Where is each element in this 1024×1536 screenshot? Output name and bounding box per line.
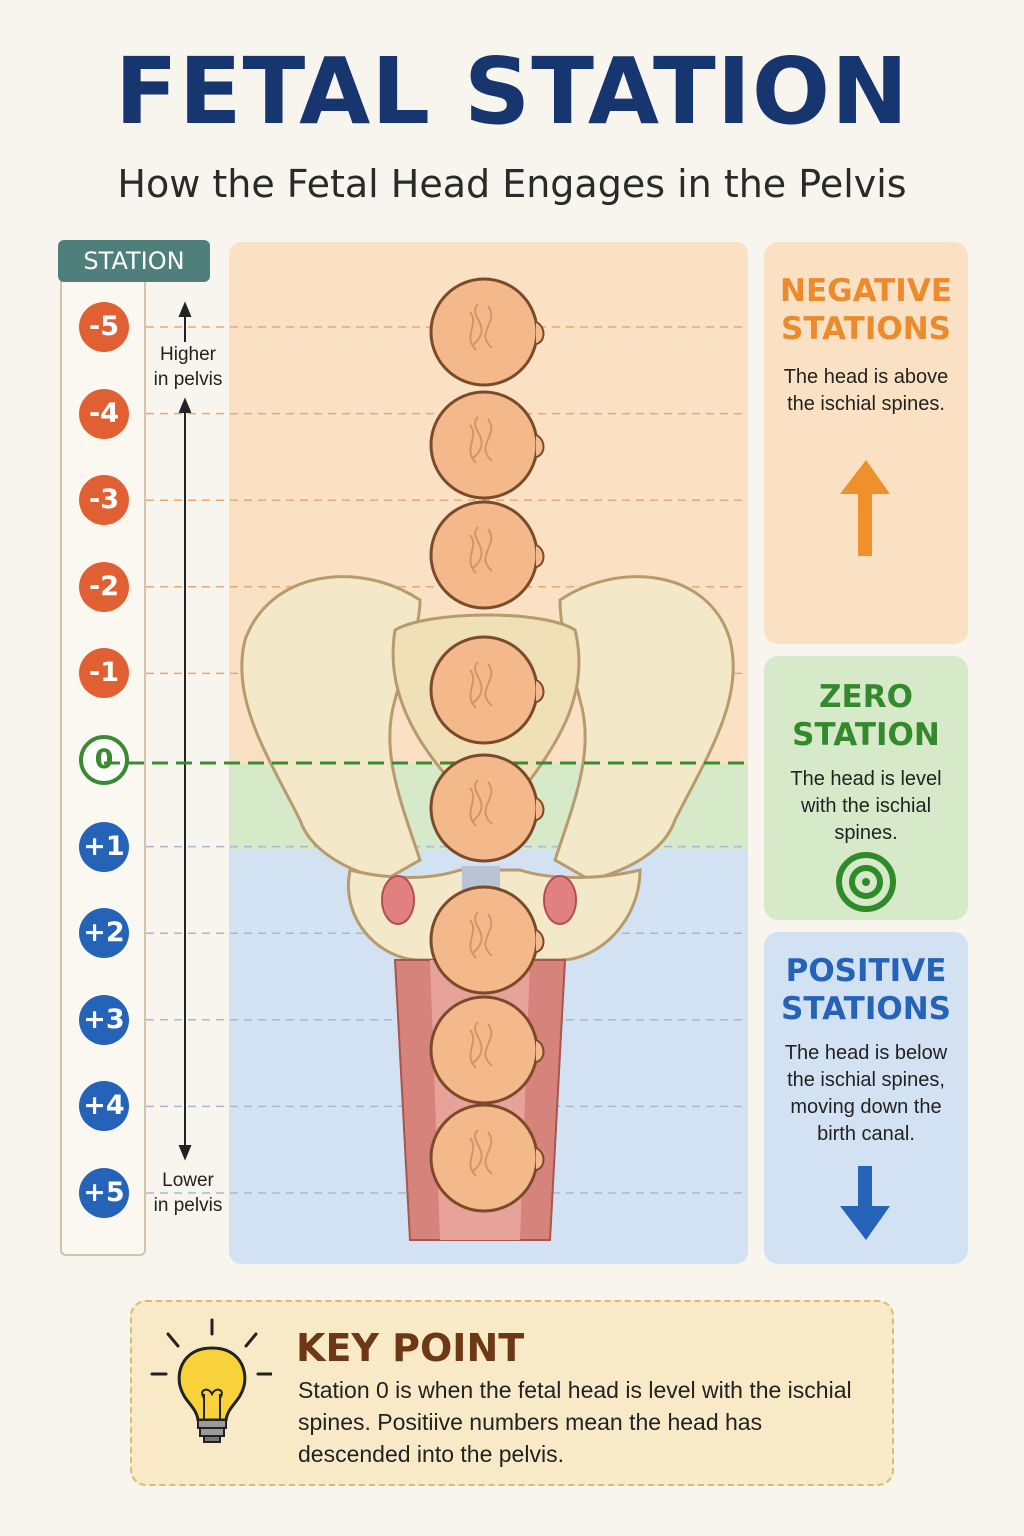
fetal-heads — [429, 277, 545, 1213]
fetal-head — [429, 390, 545, 500]
station-header: STATION — [58, 240, 210, 282]
arrow-down-icon — [840, 1166, 890, 1240]
station-badge: -3 — [79, 475, 129, 526]
key-point-box: KEY POINT Station 0 is when the fetal he… — [130, 1300, 894, 1486]
fetal-head — [429, 500, 545, 610]
positive-text: The head is below the ischial spines, mo… — [784, 1042, 948, 1145]
station-badge: +1 — [79, 821, 129, 872]
key-point-title: KEY POINT — [296, 1326, 525, 1370]
station-badge: -5 — [79, 302, 129, 352]
pelvis-foramen — [381, 875, 577, 925]
fetal-head — [429, 753, 545, 863]
station-badge: +4 — [79, 1081, 129, 1132]
arrow-up-icon — [840, 460, 890, 556]
scale-arrow — [178, 301, 192, 1161]
page-title: FETAL STATION — [114, 38, 910, 145]
station-badge: -1 — [79, 648, 129, 699]
station-badge: 0 — [79, 735, 129, 785]
page-subtitle: How the Fetal Head Engages in the Pelvis — [117, 162, 907, 206]
lightbulb-icon — [150, 1318, 272, 1443]
fetal-head — [429, 1103, 545, 1213]
fetal-head — [429, 635, 545, 745]
station-badge: -2 — [79, 561, 129, 612]
key-point-text: Station 0 is when the fetal head is leve… — [298, 1377, 852, 1467]
station-badge: -4 — [79, 388, 129, 439]
fetal-head — [429, 885, 545, 995]
fetal-head — [429, 995, 545, 1105]
fetal-head — [429, 277, 545, 387]
station-badge: +3 — [79, 994, 129, 1045]
zero-text: The head is level with the ischial spine… — [790, 768, 942, 844]
negative-text: The head is above the ischial spines. — [783, 366, 949, 415]
station-badge: +5 — [79, 1168, 129, 1218]
station-badge: +2 — [79, 908, 129, 959]
target-icon — [836, 852, 896, 912]
